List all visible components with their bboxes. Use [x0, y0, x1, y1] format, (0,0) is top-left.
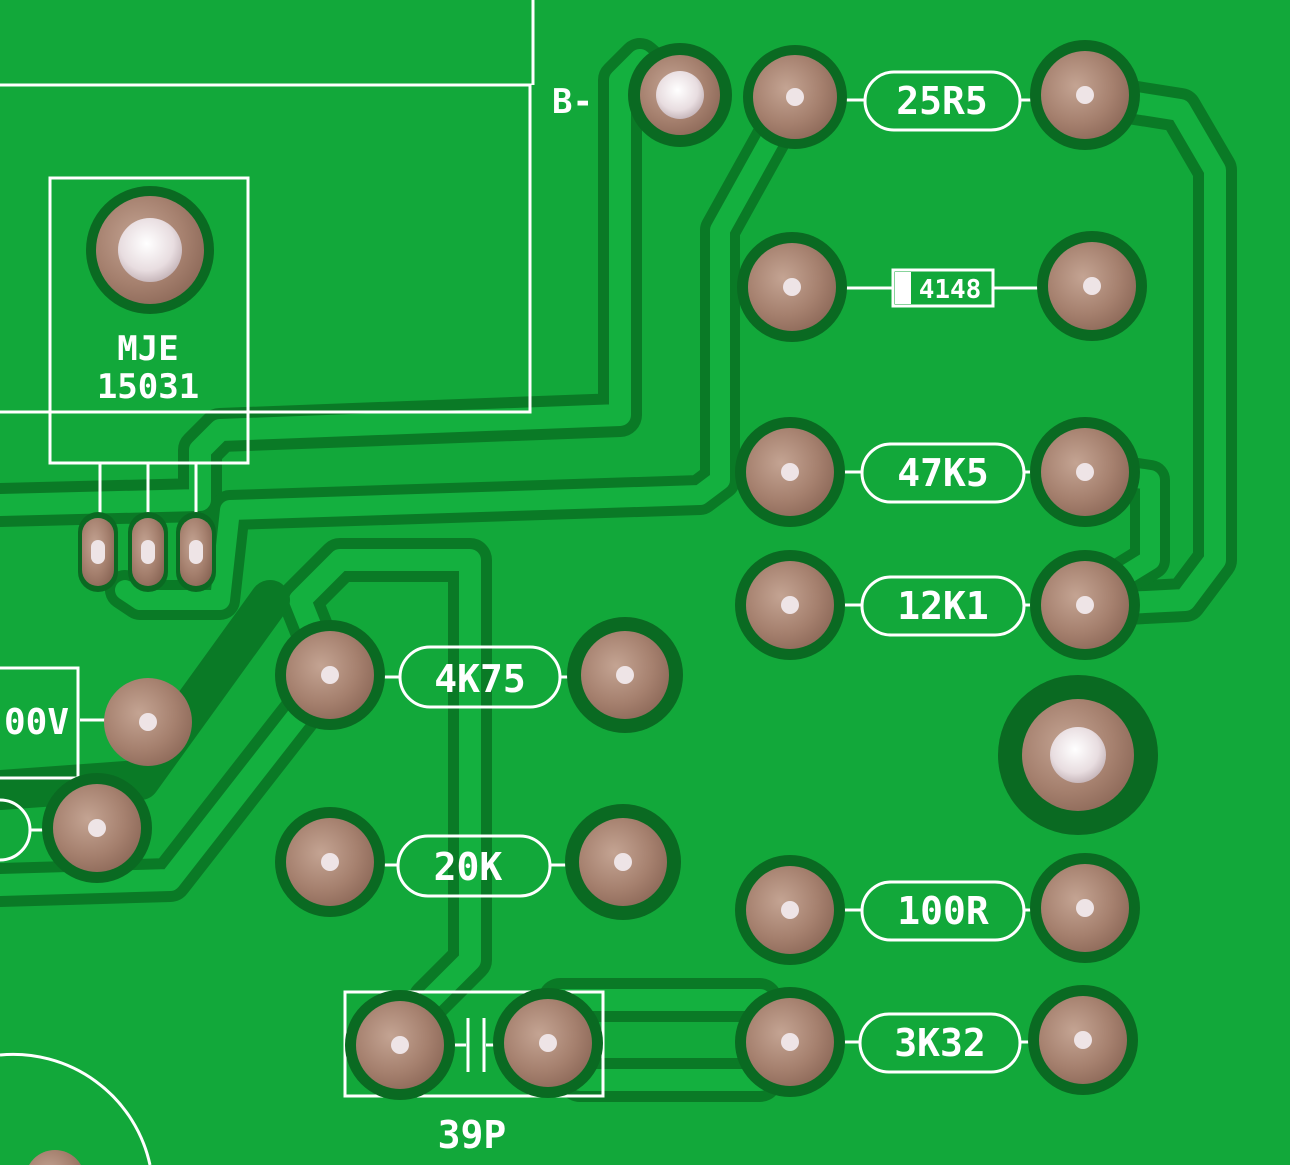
pad-100v-right [104, 678, 192, 766]
label-4148: 4148 [919, 275, 982, 305]
pad-47k5-left [735, 417, 845, 527]
label-39p: 39P [438, 1113, 507, 1157]
pad-4k75-right [567, 617, 683, 733]
copper-traces [0, 38, 1237, 1102]
label-4k75: 4K75 [434, 657, 526, 701]
pad-39p-left [345, 990, 455, 1100]
pad-4k75-left [275, 620, 385, 730]
label-47k5: 47K5 [897, 451, 989, 495]
pad-47k5-right [1030, 417, 1140, 527]
transistor-label-line1: MJE [117, 329, 178, 369]
pad-20k-right [565, 804, 681, 920]
pad-bottom-left-partial [29, 1150, 81, 1165]
label-25r5: 25R5 [896, 79, 988, 123]
b-minus-label: B- [552, 82, 593, 122]
pad-39p-right [493, 988, 603, 1098]
pad-transistor-mount [86, 186, 214, 314]
pad-12k1-right [1030, 550, 1140, 660]
pad-b-minus [628, 43, 732, 147]
pad-100r-left [735, 855, 845, 965]
heatsink-outline [0, 0, 535, 414]
pad-100r-right [1030, 853, 1140, 963]
copper-pads [29, 40, 1158, 1165]
pad-20k-left [275, 807, 385, 917]
label-3k32: 3K32 [894, 1021, 986, 1065]
pad-diode-right [1037, 231, 1147, 341]
pad-25r5-left [743, 45, 847, 149]
pad-large-mount [998, 675, 1158, 835]
pad-transistor-leg-2 [128, 512, 168, 592]
label-100v-partial: 00V [4, 702, 69, 743]
pad-25r5-right [1030, 40, 1140, 150]
transistor-label-line2: 15031 [97, 367, 199, 407]
pad-diode-left [737, 232, 847, 342]
label-20k: 20K [434, 845, 503, 889]
pad-12k1-left [735, 550, 845, 660]
pad-transistor-leg-1 [78, 512, 118, 592]
pad-transistor-leg-3 [176, 512, 216, 592]
label-12k1: 12K1 [897, 584, 989, 628]
label-100r: 100R [897, 889, 989, 933]
pad-3k32-left [735, 987, 845, 1097]
pad-3k32-right [1028, 985, 1138, 1095]
pad-left-circle [42, 773, 152, 883]
